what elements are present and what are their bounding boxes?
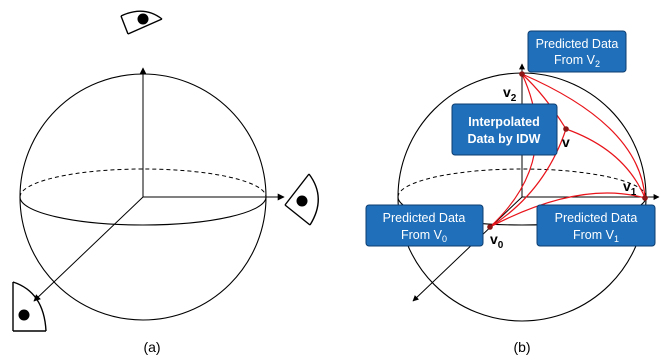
caption-a: (a) [143,339,160,355]
caption-b: (b) [513,339,530,355]
box-predicted-v2-line2: From V2 [554,53,600,69]
curve-v-v0 [489,128,567,228]
curve-v-v1 [565,128,646,199]
curve-v2-v1 [521,73,646,199]
box-predicted-v0-line1: Predicted Data [383,211,466,225]
box-predicted-v0-line2: From V0 [401,228,447,244]
box-predicted-v0: Predicted Data From V0 [365,204,484,247]
axis-diag-b [412,196,523,302]
box-predicted-v1-line1: Predicted Data [555,211,638,225]
equator-front-a [19,196,267,226]
label-v2: v2 [503,84,517,104]
point-v2 [519,71,525,77]
box-predicted-v1: Predicted Data From V1 [536,204,656,247]
point-v0 [487,224,493,230]
box-predicted-v2: Predicted Data From V2 [527,30,627,73]
label-v: v [562,134,570,150]
box-predicted-v1-line2: From V1 [573,228,619,244]
eye-icon-top [120,10,163,35]
box-interpolated-line2: Data by IDW [468,132,541,146]
equator-back-a [19,168,267,198]
label-v0: v0 [490,231,504,251]
point-v [563,126,569,132]
box-interpolated-line1: Interpolated [468,115,540,129]
panel-a: (a) [12,10,319,355]
eye-icon-bottom-left [12,281,47,332]
axis-diag-a [33,196,144,302]
eye-icon-right [284,173,319,226]
label-v1: v1 [623,178,637,198]
box-predicted-v2-line1: Predicted Data [536,37,619,51]
curve-v0-v1 [489,192,646,228]
point-v1 [642,195,648,201]
curve-v-v2 [521,73,567,130]
panel-b: v2 v v1 v0 Predicted Data From V2 Interp… [365,30,660,355]
box-interpolated-idw: Interpolated Data by IDW [451,103,558,156]
